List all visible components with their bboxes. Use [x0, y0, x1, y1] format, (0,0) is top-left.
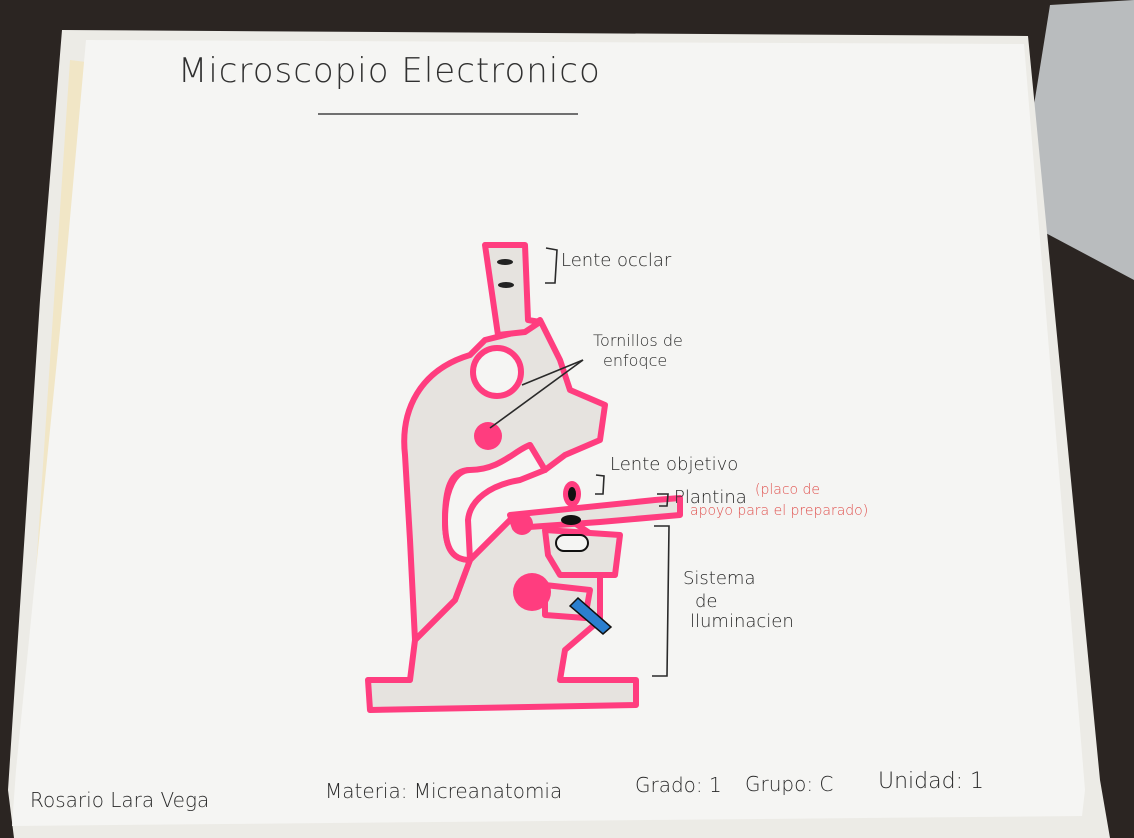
- label-tornillos-line2: enfoqce: [603, 353, 667, 370]
- label-sistema-line2: de: [695, 593, 718, 612]
- objective-lens-core: [568, 487, 576, 501]
- footer-materia: Materia: Micreanatomia: [325, 781, 562, 802]
- footer-author: Rosario Lara Vega: [30, 790, 209, 811]
- label-platina-note-line2: apoyo para el preparado): [690, 504, 868, 519]
- label-sistema-line3: lluminacien: [690, 613, 794, 632]
- footer-grupo: Grupo: C: [745, 774, 833, 795]
- label-platina-note-line1: (placo de: [755, 483, 820, 498]
- coarse-focus-knob: [473, 348, 521, 396]
- poster-title: Microscopio Electronico: [178, 54, 601, 90]
- stage-clip: [561, 515, 581, 525]
- eyepiece-mark-bottom: [498, 282, 514, 288]
- fine-focus-knob: [474, 422, 502, 450]
- stage-knob: [511, 513, 533, 535]
- footer-unidad: Unidad: 1: [878, 770, 984, 793]
- eyepiece-mark-top: [497, 259, 513, 265]
- label-sistema-line1: Sistema: [683, 570, 756, 589]
- footer-grado: Grado: 1: [635, 775, 722, 796]
- label-lente-ocular: Lente occlar: [561, 252, 671, 271]
- condenser-window: [556, 535, 588, 551]
- label-tornillos-line1: Tornillos de: [593, 333, 683, 350]
- light-knob: [513, 573, 551, 611]
- label-lente-objetivo: Lente objetivo: [610, 456, 738, 475]
